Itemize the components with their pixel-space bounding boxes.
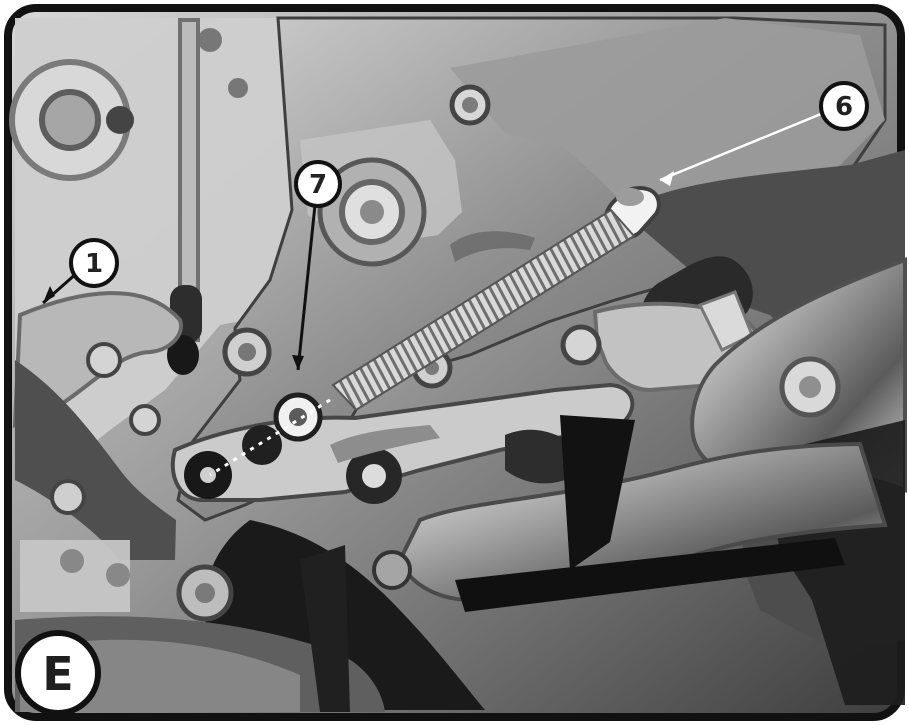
arrow-icon [292,355,304,370]
callout-7-group: 7 [292,160,342,371]
callout-6-group: 6 [659,81,869,186]
threaded-bolt-shaft [331,208,636,412]
bolt-and-washers [209,186,661,477]
arrow-icon [43,286,55,303]
engine-area-left [9,18,312,612]
lower-assembly [15,324,888,712]
callout-circle-icon [294,160,342,208]
callout-6-label: 6 [835,92,853,122]
callout-circle-icon [819,81,869,131]
callout-1-label: 1 [85,249,103,279]
panel-label: E [42,647,73,701]
callout-circle-icon [69,238,119,288]
panel-badge-circle [15,630,101,716]
panel-letter-badge: E [15,630,101,716]
arrow-icon [660,171,674,186]
callout-1-group: 1 [42,238,119,305]
dotted-guide-icon [209,398,331,477]
callout-7-label: 7 [309,170,327,200]
